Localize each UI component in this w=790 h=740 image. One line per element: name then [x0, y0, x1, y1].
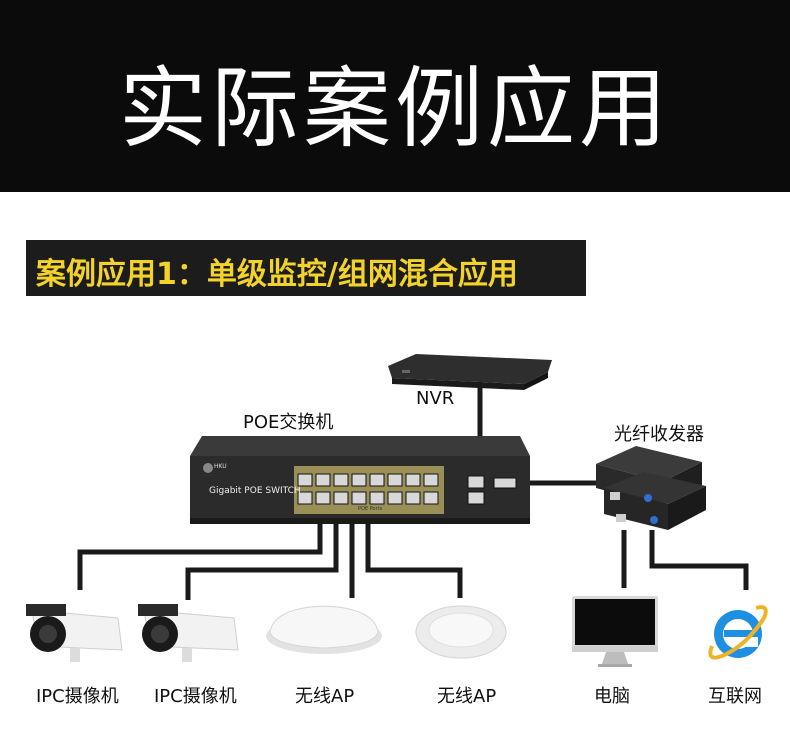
- switch-label: POE交换机: [243, 408, 333, 434]
- ipc-camera-2-device: [134, 602, 246, 664]
- fiber-label: 光纤收发器: [614, 420, 704, 446]
- ap1-label: 无线AP: [295, 682, 354, 708]
- nvr-label: NVR: [416, 388, 454, 409]
- ipc2-label: IPC摄像机: [154, 682, 237, 708]
- pc-label: 电脑: [594, 682, 630, 708]
- ap2-label: 无线AP: [437, 682, 496, 708]
- ipc-camera-1-device: [22, 602, 130, 664]
- wire-internet: [652, 530, 746, 590]
- wireless-ap-1-device: [264, 602, 384, 658]
- switch-ports-label: POE Ports: [358, 506, 382, 512]
- internet-explorer-icon: [706, 600, 770, 664]
- internet-label: 互联网: [708, 682, 762, 708]
- switch-logo: HKU: [214, 463, 227, 470]
- switch-brand: Gigabit POE SWITCH: [209, 486, 301, 496]
- nvr-device: [388, 354, 552, 390]
- pc-device: [572, 596, 658, 668]
- wireless-ap-2-device: [414, 600, 508, 660]
- ipc1-label: IPC摄像机: [36, 682, 119, 708]
- fiber-transceiver-device: [596, 446, 710, 536]
